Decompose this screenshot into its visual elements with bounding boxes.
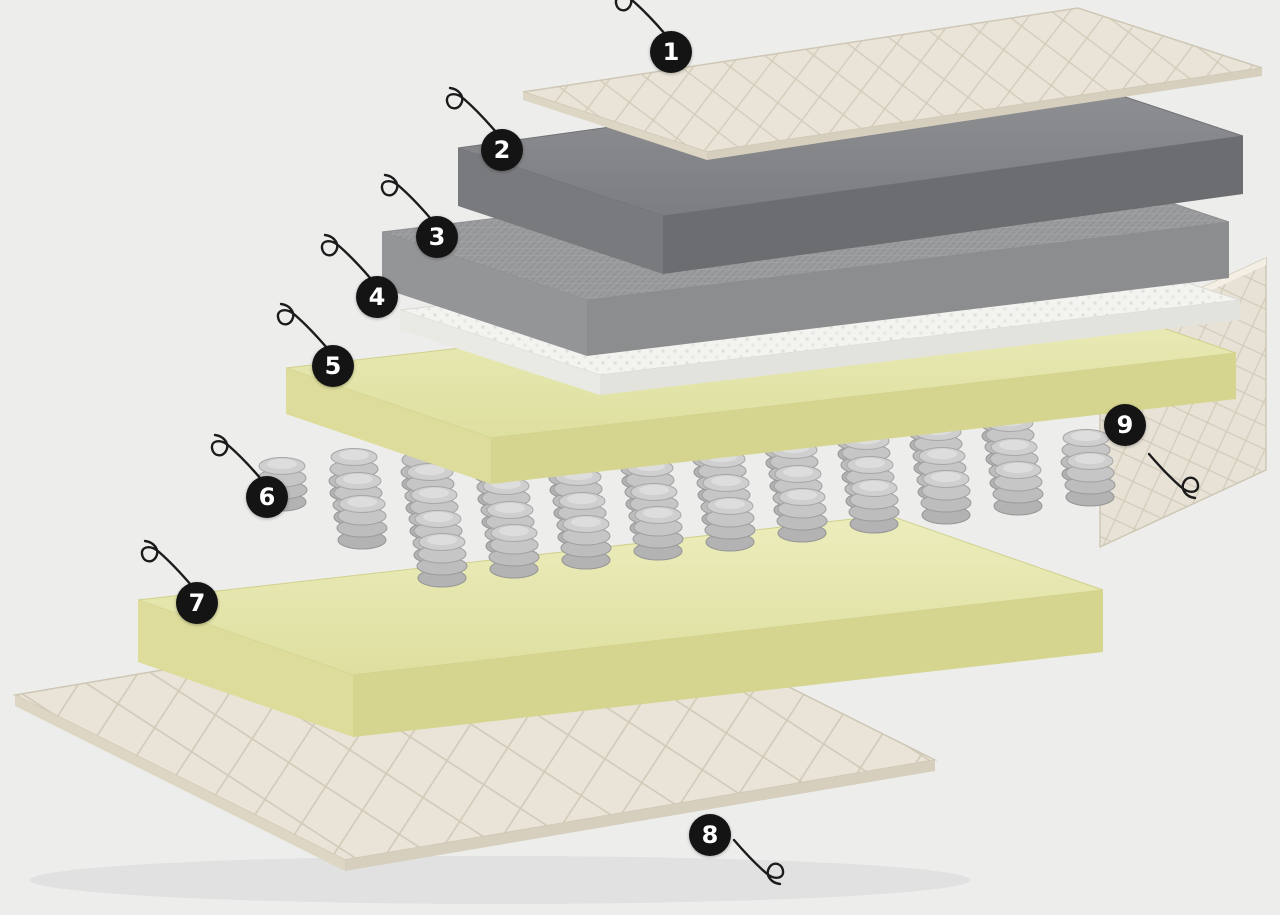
layer-badge-2[interactable]: 2 — [481, 129, 523, 171]
layer-badge-8[interactable]: 8 — [689, 814, 731, 856]
layer-badge-4[interactable]: 4 — [356, 276, 398, 318]
pocket-coil — [488, 524, 540, 579]
pocket-coil — [416, 533, 468, 588]
layer-badge-3[interactable]: 3 — [416, 216, 458, 258]
layer-badge-1[interactable]: 1 — [650, 31, 692, 73]
pocket-coil — [920, 470, 972, 525]
layer-badge-9[interactable]: 9 — [1104, 404, 1146, 446]
pocket-coil — [1064, 452, 1116, 507]
layer-1-quilted-top-cover — [522, 7, 1263, 160]
callout-curl-4 — [320, 233, 373, 281]
layer-7-yellow-base-foam — [137, 514, 1104, 737]
callout-curl-1 — [614, 0, 667, 36]
pocket-coil — [560, 515, 612, 570]
pocket-coil — [704, 497, 756, 552]
layer-badge-6[interactable]: 6 — [246, 476, 288, 518]
pocket-coil — [336, 495, 388, 550]
callout-curl-2 — [445, 86, 498, 134]
layer-badge-5[interactable]: 5 — [312, 345, 354, 387]
layer-badge-7[interactable]: 7 — [176, 582, 218, 624]
callout-curl-3 — [380, 173, 433, 221]
pocket-coil — [992, 461, 1044, 516]
callout-curl-7 — [140, 539, 193, 587]
pocket-coil — [632, 506, 684, 561]
callout-curl-5 — [276, 302, 329, 350]
pocket-coil — [776, 488, 828, 543]
ground-shadow — [30, 856, 970, 904]
callout-curl-6 — [210, 433, 263, 481]
pocket-coil — [848, 479, 900, 534]
